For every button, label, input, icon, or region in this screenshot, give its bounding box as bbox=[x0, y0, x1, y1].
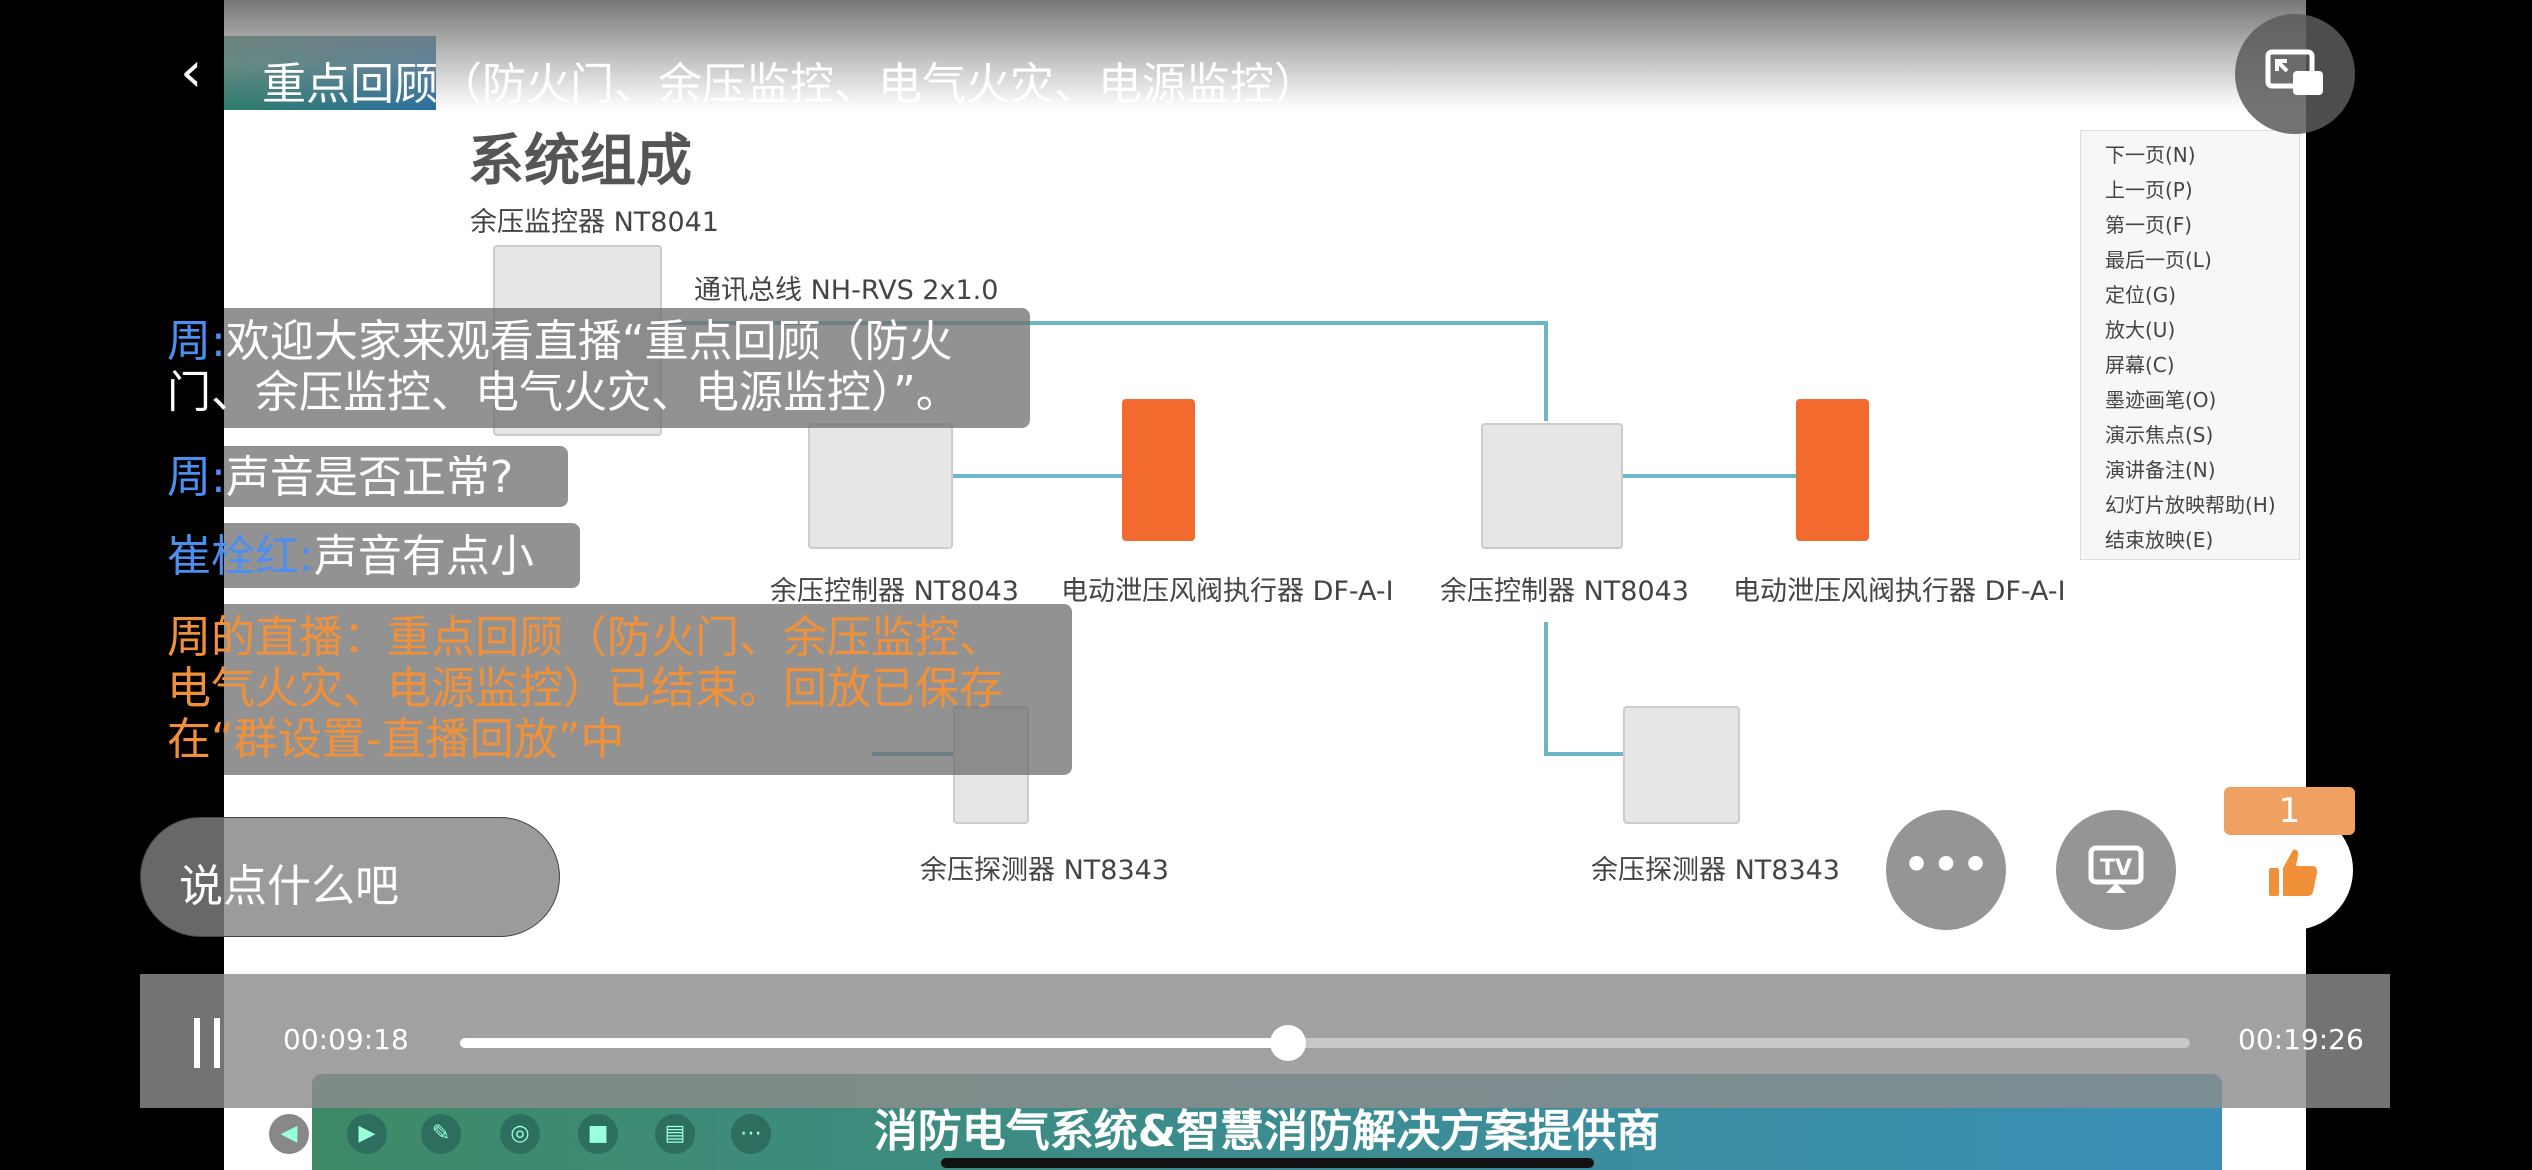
chat-text: 门、余压监控、电气火灾、电源监控）”。 bbox=[167, 367, 960, 418]
comment-input[interactable]: 说点什么吧 bbox=[140, 817, 560, 937]
actuator-label: 电动泄压风阀执行器 DF-A-I bbox=[1733, 576, 2066, 607]
link-line bbox=[1623, 474, 1796, 478]
progress-knob[interactable] bbox=[1269, 1025, 1306, 1061]
chat-author: 崔栓红: bbox=[167, 531, 314, 582]
focus-icon: ◎ bbox=[500, 1114, 540, 1154]
link-line bbox=[1544, 752, 1623, 756]
chat-author: 周: bbox=[167, 452, 226, 503]
actuator-device-image bbox=[1796, 399, 1869, 541]
slide-more-icon: ⋯ bbox=[731, 1114, 771, 1154]
like-count-badge: 1 bbox=[2224, 787, 2355, 835]
slide-play-icon: ▶ bbox=[347, 1114, 387, 1154]
picture-in-picture-icon bbox=[2265, 49, 2323, 95]
chevron-left-icon: ‹ bbox=[180, 40, 203, 105]
pause-icon bbox=[194, 1018, 200, 1068]
system-message: 周的直播：重点回顾（防火门、余压监控、电气火灾、电源监控）已结束。回放已保存在“… bbox=[167, 612, 1003, 765]
banner-text: 消防电气系统&智慧消防解决方案提供商 bbox=[873, 1106, 1661, 1157]
chat-message: 周:声音是否正常? bbox=[167, 452, 513, 503]
menu-item: 屏幕(C) bbox=[2105, 353, 2175, 377]
chat-message: 崔栓红:声音有点小 bbox=[167, 531, 534, 582]
chat-text: 声音有点小 bbox=[313, 531, 534, 582]
menu-item: 演讲备注(N) bbox=[2105, 458, 2216, 482]
video-title: 重点回顾（防火门、余压监控、电气火灾、电源监控） bbox=[262, 59, 1318, 110]
more-icon: ••• bbox=[1901, 836, 1991, 894]
actuator-label: 电动泄压风阀执行器 DF-A-I bbox=[1061, 576, 1394, 607]
tv-cast-icon: TV bbox=[2088, 845, 2144, 893]
chat-author: 周: bbox=[167, 316, 226, 367]
menu-item: 最后一页(L) bbox=[2105, 248, 2212, 272]
total-time: 00:19:26 bbox=[2238, 1023, 2364, 1056]
detector-label: 余压探测器 NT8343 bbox=[1591, 855, 1840, 886]
back-button[interactable]: ‹ bbox=[180, 40, 202, 105]
menu-item: 下一页(N) bbox=[2105, 143, 2196, 167]
chat-bubble-bg bbox=[224, 523, 580, 588]
chat-text: 欢迎大家来观看直播“重点回顾（防火 bbox=[225, 316, 953, 367]
progress-track[interactable] bbox=[460, 1038, 2190, 1048]
bus-label: 通讯总线 NH-RVS 2x1.0 bbox=[694, 275, 999, 306]
chat-message: 周:欢迎大家来观看直播“重点回顾（防火门、余压监控、电气火灾、电源监控）”。 bbox=[167, 316, 960, 418]
home-indicator[interactable] bbox=[941, 1158, 1594, 1168]
system-text: 电气火灾、电源监控）已结束。回放已保存 bbox=[167, 663, 1003, 714]
chat-bubble-bg bbox=[224, 604, 1072, 775]
svg-text:TV: TV bbox=[2100, 856, 2132, 881]
controller-device-image bbox=[1481, 423, 1623, 549]
chat-text: 声音是否正常? bbox=[225, 452, 514, 503]
menu-item: 定位(G) bbox=[2105, 283, 2177, 307]
detector-device-image bbox=[1623, 706, 1740, 824]
link-line bbox=[1544, 622, 1548, 756]
chat-bubble-bg bbox=[224, 446, 568, 507]
menu-item: 上一页(P) bbox=[2105, 178, 2193, 202]
thumbs-up-icon bbox=[2269, 849, 2318, 896]
slide-heading: 系统组成 bbox=[468, 129, 692, 194]
bus-line bbox=[1544, 321, 1548, 421]
controller-label: 余压控制器 NT8043 bbox=[1440, 576, 1689, 607]
camera-icon: ■ bbox=[578, 1114, 618, 1154]
menu-item: 幻灯片放映帮助(H) bbox=[2105, 493, 2276, 517]
menu-item: 放大(U) bbox=[2105, 318, 2176, 342]
controller-label: 余压控制器 NT8043 bbox=[770, 576, 1019, 607]
actuator-device-image bbox=[1122, 399, 1195, 541]
more-button[interactable]: ••• bbox=[1886, 810, 2006, 930]
menu-item: 第一页(F) bbox=[2105, 213, 2193, 237]
detector-label: 余压探测器 NT8343 bbox=[920, 855, 1169, 886]
tv-cast-button[interactable]: TV bbox=[2056, 810, 2176, 930]
controller-device-image bbox=[808, 423, 953, 549]
slide-context-menu: 下一页(N) 上一页(P) 第一页(F) 最后一页(L) 定位(G) 放大(U)… bbox=[2080, 130, 2300, 560]
slide-prev-icon: ◀ bbox=[269, 1114, 309, 1154]
chat-bubble-bg bbox=[224, 308, 1030, 428]
comment-icon: ▤ bbox=[655, 1114, 695, 1154]
menu-item: 墨迹画笔(O) bbox=[2105, 388, 2217, 412]
pip-button[interactable] bbox=[2235, 14, 2355, 134]
top-shade bbox=[224, 0, 2306, 110]
monitor-label: 余压监控器 NT8041 bbox=[470, 207, 719, 238]
system-text: 周的直播：重点回顾（防火门、余压监控、 bbox=[167, 612, 1003, 663]
menu-item: 结束放映(E) bbox=[2105, 528, 2214, 552]
menu-item: 演示焦点(S) bbox=[2105, 423, 2214, 447]
system-text: 在“群设置-直播回放”中 bbox=[167, 714, 625, 765]
progress-fill bbox=[460, 1038, 1288, 1048]
current-time: 00:09:18 bbox=[283, 1023, 409, 1056]
link-line bbox=[953, 474, 1122, 478]
pause-button[interactable] bbox=[192, 1018, 228, 1068]
pen-icon: ✎ bbox=[421, 1114, 461, 1154]
bus-line bbox=[662, 321, 1548, 325]
